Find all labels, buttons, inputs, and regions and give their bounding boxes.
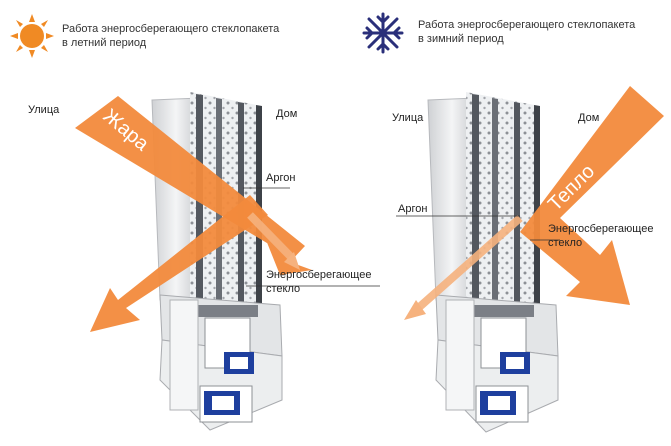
sun-icon	[10, 14, 54, 58]
left-coating-label-line2: стекло	[266, 283, 301, 295]
winter-legend-line1: Работа энергосберегающего стеклопакета	[418, 19, 636, 31]
right-window-section: Тепло	[396, 86, 664, 433]
left-bottom-profile	[159, 294, 283, 431]
right-outside-label: Улица	[392, 112, 424, 124]
right-coating-label-line2: стекло	[548, 237, 583, 249]
right-warm-arrow-main	[520, 86, 664, 305]
left-coating-label: Энергосберегающее стекло	[266, 268, 371, 296]
right-inside-label: Дом	[578, 112, 600, 124]
winter-legend-line2: в зимний период	[418, 33, 504, 45]
left-heat-arrow-reflect	[90, 195, 268, 332]
winter-legend: Работа энергосберегающего стеклопакета в…	[362, 12, 662, 56]
right-coating-label-line1: Энергосберегающее	[548, 223, 654, 235]
left-inside-label: Дом	[276, 108, 298, 120]
left-gas-label: Аргон	[266, 172, 296, 184]
right-bottom-profile	[435, 294, 559, 433]
snowflake-icon	[362, 12, 404, 54]
left-coating-label-line1: Энергосберегающее	[266, 269, 372, 281]
summer-legend: Работа энергосберегающего стеклопакета в…	[10, 14, 310, 58]
right-glass-unit	[466, 92, 540, 310]
right-coating-label: Энергосберегающее стекло	[548, 222, 653, 250]
left-outside-label: Улица	[28, 104, 60, 116]
summer-legend-line1: Работа энергосберегающего стеклопакета	[62, 23, 280, 35]
summer-legend-line2: в летний период	[62, 37, 147, 49]
left-window-section: Жара	[75, 92, 380, 431]
right-gas-label: Аргон	[398, 203, 428, 215]
left-heat-arrow-main	[75, 96, 312, 275]
